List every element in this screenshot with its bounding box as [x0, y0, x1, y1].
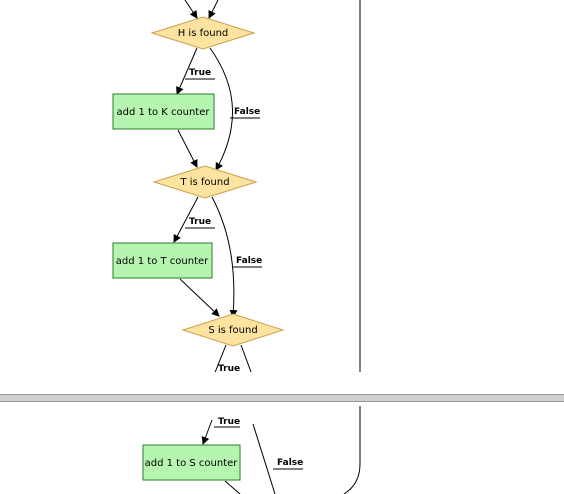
svg-text:True: True — [218, 417, 240, 427]
flowchart-pane-bottom: True add 1 to S counter False — [0, 406, 564, 494]
decision-s-label: S is found — [208, 325, 257, 336]
edge-h-false — [209, 47, 233, 171]
action-t-label: add 1 to T counter — [116, 256, 209, 267]
edge-into-h-right — [208, 0, 219, 19]
edge-into-h-left — [184, 0, 198, 19]
edge-h-true — [176, 47, 198, 95]
action-k-label: add 1 to K counter — [117, 107, 211, 118]
edge-t-true — [173, 196, 199, 243]
edge-h-true-label: True — [185, 68, 215, 80]
edge-h-false-label: False — [230, 107, 260, 119]
edge-s-true-cont — [201, 419, 213, 445]
flowchart-canvas-bottom: True add 1 to S counter False — [142, 406, 361, 494]
edge-k-to-t — [177, 129, 198, 168]
decision-s-found[interactable]: S is found — [181, 313, 285, 347]
action-add-k-counter[interactable]: add 1 to K counter — [112, 93, 215, 130]
edge-s-action-out — [224, 480, 241, 494]
svg-text:True: True — [218, 364, 240, 372]
decision-h-found[interactable]: H is found — [150, 16, 256, 50]
edge-t-false-label: False — [232, 256, 262, 268]
edge-s-true — [214, 344, 227, 372]
svg-text:False: False — [234, 107, 260, 117]
edge-t-false — [211, 196, 238, 318]
edge-s-true-label: True — [218, 364, 240, 372]
splitter-gap — [0, 372, 564, 394]
action-s-label: add 1 to S counter — [145, 458, 239, 469]
container-border-right — [343, 406, 361, 494]
flowchart-pane-top: H is found True add 1 to K counter False… — [112, 0, 361, 372]
decision-t-label: T is found — [179, 177, 229, 188]
horizontal-splitter[interactable] — [0, 394, 564, 402]
edge-s-false-label: False — [273, 458, 303, 470]
decision-t-found[interactable]: T is found — [152, 165, 258, 199]
svg-text:True: True — [189, 217, 211, 227]
edge-s-true-label-clipped: True — [214, 417, 240, 428]
edge-s-false — [240, 344, 252, 372]
edge-t-true-label: True — [185, 217, 215, 229]
action-add-s-counter[interactable]: add 1 to S counter — [142, 444, 241, 481]
svg-text:True: True — [189, 68, 211, 78]
action-add-t-counter[interactable]: add 1 to T counter — [112, 242, 213, 279]
flowchart-canvas-top: H is found True add 1 to K counter False… — [112, 0, 361, 372]
svg-text:False: False — [236, 256, 262, 266]
decision-h-label: H is found — [178, 28, 229, 39]
edge-t-counter-to-s — [179, 278, 220, 317]
svg-text:False: False — [277, 458, 303, 468]
edge-s-false-cont — [252, 423, 276, 494]
